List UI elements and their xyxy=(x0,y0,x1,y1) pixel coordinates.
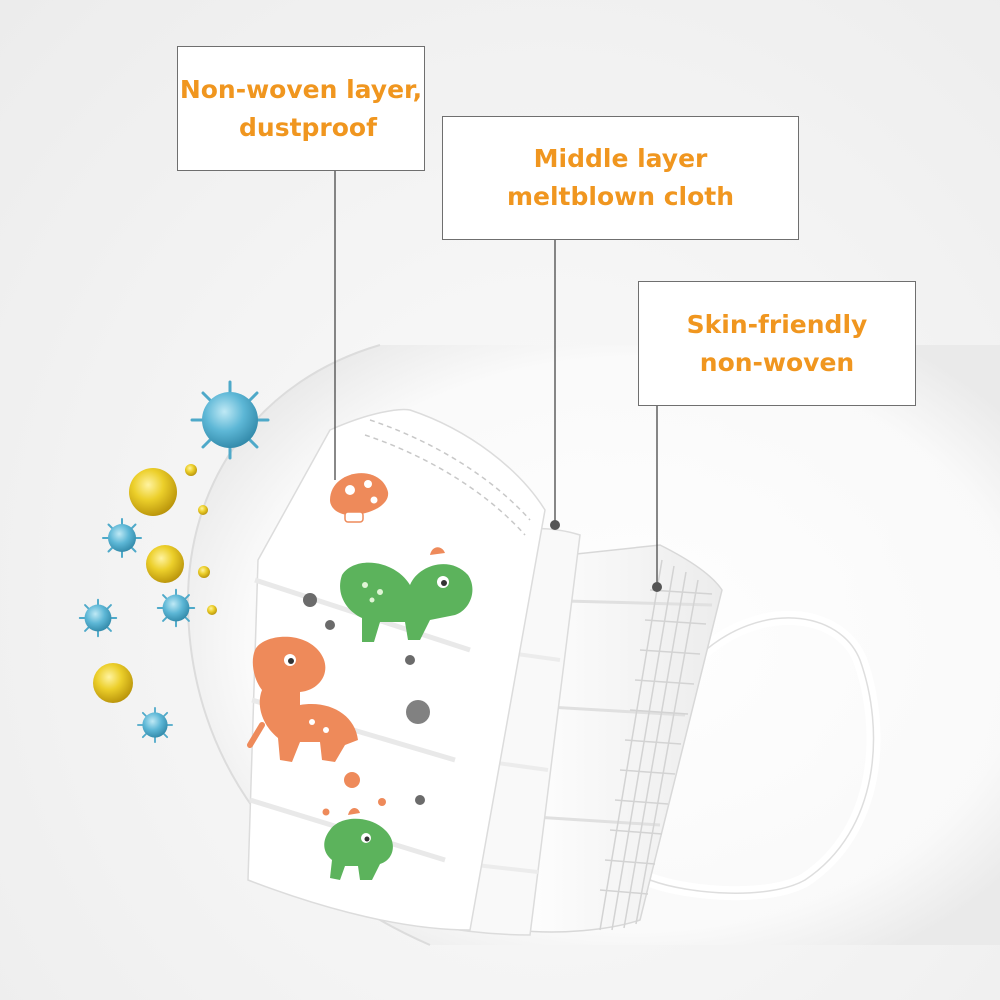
leader-lines xyxy=(334,171,658,585)
outer-layer-printed xyxy=(247,408,546,931)
print-dots xyxy=(303,593,430,816)
leader-dots xyxy=(550,520,662,592)
pollen-icon xyxy=(207,605,217,615)
callout-middle-layer: Middle layer meltblown cloth xyxy=(442,116,799,240)
callout-middle-line1: Middle layer xyxy=(533,144,708,173)
callout-inner-line1: Skin-friendly xyxy=(686,309,868,339)
callout-outer-layer: Non-woven layer, dustproof xyxy=(177,46,425,171)
pollen-icon xyxy=(146,545,184,583)
pollen-icon xyxy=(198,505,208,515)
mushroom-print xyxy=(330,473,389,523)
small-green-dinosaur-print xyxy=(324,807,393,880)
pollen-icon xyxy=(93,663,133,703)
pollen-icon xyxy=(185,464,197,476)
virus-icon xyxy=(136,706,174,744)
green-dinosaur-print xyxy=(340,547,473,642)
callout-outer-line2: dustproof xyxy=(239,112,377,142)
callout-inner-layer: Skin-friendly non-woven xyxy=(638,281,916,406)
virus-icon xyxy=(156,588,196,628)
orange-dinosaur-print xyxy=(247,636,358,762)
virus-particles xyxy=(78,380,270,744)
pollen-icon xyxy=(129,468,177,516)
virus-icon xyxy=(102,518,142,558)
callout-inner-line2: non-woven xyxy=(699,347,855,377)
virus-icon xyxy=(78,598,118,638)
pollen-icon xyxy=(198,566,210,578)
callout-outer-line1: Non-woven layer, xyxy=(179,74,423,104)
callout-middle-line2: meltblown cloth xyxy=(506,182,735,211)
pollen-particles xyxy=(93,464,217,703)
virus-icon xyxy=(190,380,270,460)
